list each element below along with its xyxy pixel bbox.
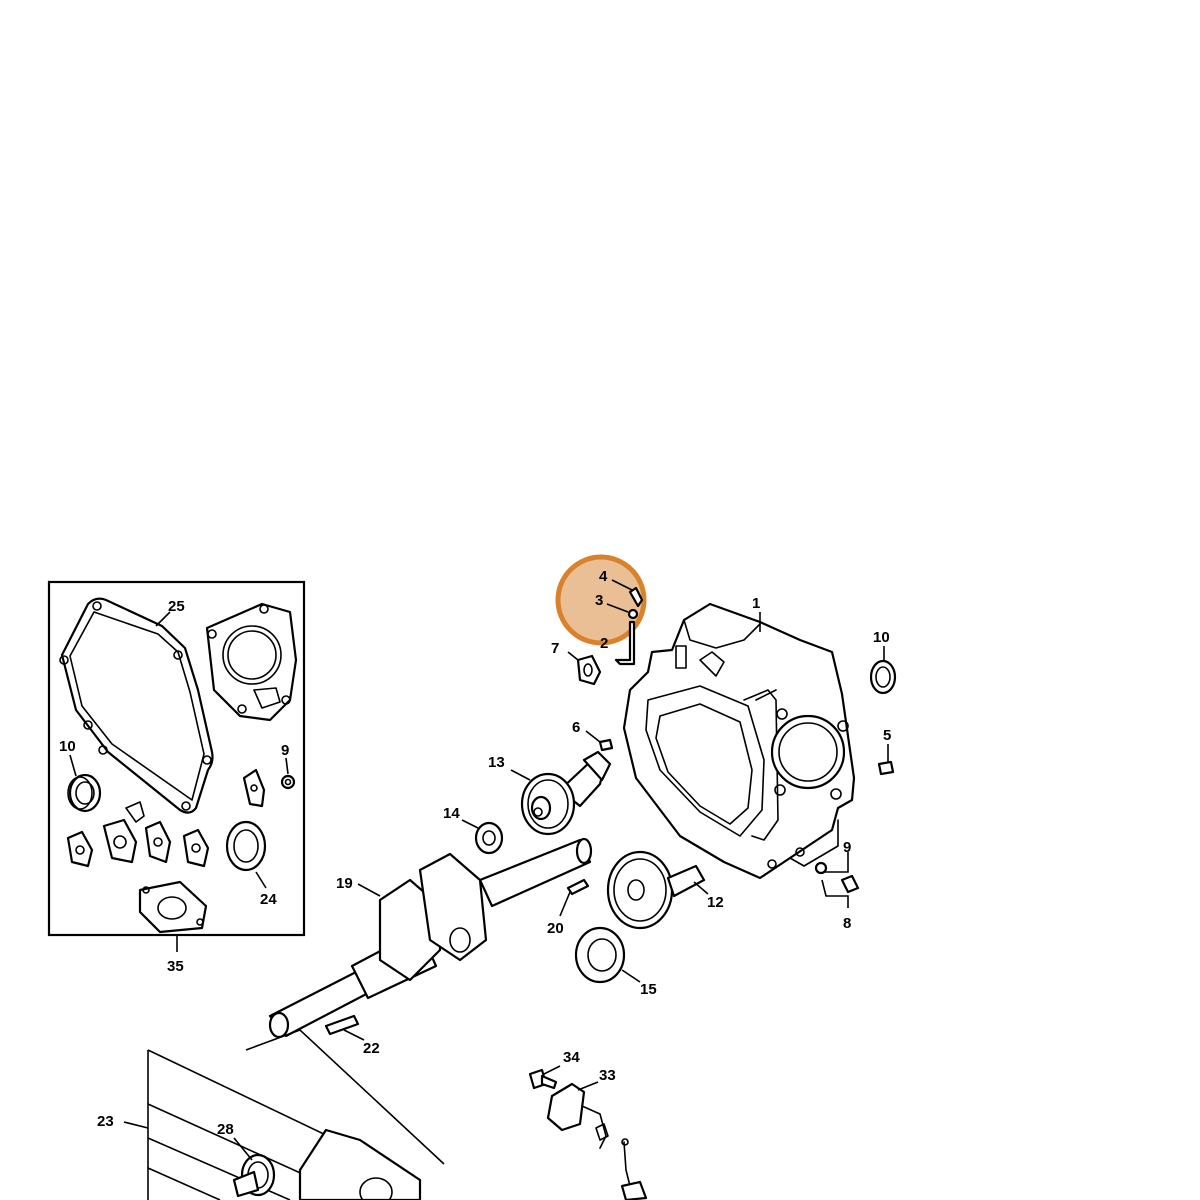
label-1: 1 — [752, 595, 760, 612]
label-7: 7 — [551, 640, 559, 657]
bolt-34[interactable] — [528, 1068, 558, 1090]
oil-seal-10[interactable] — [869, 659, 897, 695]
label-2: 2 — [600, 635, 608, 652]
label-22: 22 — [363, 1040, 380, 1057]
label-25: 25 — [168, 598, 185, 615]
label-9-box: 9 — [281, 742, 289, 759]
crankcase[interactable] — [622, 602, 856, 880]
crankshaft[interactable] — [268, 837, 593, 1039]
governor-gear[interactable] — [606, 850, 706, 930]
governor-arm-2[interactable] — [614, 620, 636, 666]
box-oil-seal-10[interactable] — [67, 773, 102, 813]
label-23: 23 — [97, 1113, 114, 1130]
label-5: 5 — [883, 727, 891, 744]
small-gasket[interactable] — [242, 768, 266, 808]
grommet-7[interactable] — [576, 654, 602, 686]
label-10-right: 10 — [873, 629, 890, 646]
bearing-15[interactable] — [574, 926, 626, 984]
label-13: 13 — [488, 754, 505, 771]
crankcase-cover-outline — [147, 1029, 445, 1200]
air-filter-gasket[interactable] — [182, 828, 210, 868]
crankcase-gasket[interactable] — [59, 597, 214, 814]
label-28: 28 — [217, 1121, 234, 1138]
label-12: 12 — [707, 894, 724, 911]
highlight-marker — [555, 554, 647, 646]
label-9-right: 9 — [843, 839, 851, 856]
label-20: 20 — [547, 920, 564, 937]
label-10-box: 10 — [59, 738, 76, 755]
dowel-pin-5[interactable] — [877, 760, 895, 776]
label-24: 24 — [260, 891, 277, 908]
washer-9[interactable] — [814, 861, 828, 875]
carb-gasket[interactable] — [102, 801, 145, 864]
label-15: 15 — [640, 981, 657, 998]
bearing-14[interactable] — [474, 821, 504, 855]
muffler-gasket[interactable] — [138, 880, 208, 934]
box-washer-9[interactable] — [280, 774, 296, 790]
leader-lines — [69, 579, 889, 1161]
washer-3[interactable] — [627, 608, 639, 620]
pin-6[interactable] — [598, 738, 614, 752]
exhaust-gasket[interactable] — [66, 830, 94, 868]
label-34: 34 — [563, 1049, 580, 1066]
label-6: 6 — [572, 719, 580, 736]
governor-assembly-28[interactable] — [232, 1153, 276, 1198]
key-22[interactable] — [324, 1014, 360, 1036]
key-20[interactable] — [566, 878, 590, 896]
label-14: 14 — [443, 805, 460, 822]
camshaft[interactable] — [520, 750, 612, 836]
drain-plug-8[interactable] — [840, 874, 860, 894]
label-4: 4 — [599, 568, 608, 585]
label-35: 35 — [167, 958, 184, 975]
gasket-kit-box — [47, 580, 306, 952]
callout-labels: 1 2 3 4 5 6 7 8 9 9 10 10 12 13 14 15 19… — [59, 568, 891, 1138]
insulator-gasket[interactable] — [144, 820, 172, 864]
head-gasket[interactable] — [205, 602, 298, 722]
label-3: 3 — [595, 592, 603, 609]
seal-ring-24[interactable] — [225, 820, 267, 872]
label-19: 19 — [336, 875, 353, 892]
label-8: 8 — [843, 915, 851, 932]
oil-sensor-33[interactable] — [546, 1082, 648, 1200]
clip-4[interactable] — [628, 586, 644, 608]
label-33: 33 — [599, 1067, 616, 1084]
